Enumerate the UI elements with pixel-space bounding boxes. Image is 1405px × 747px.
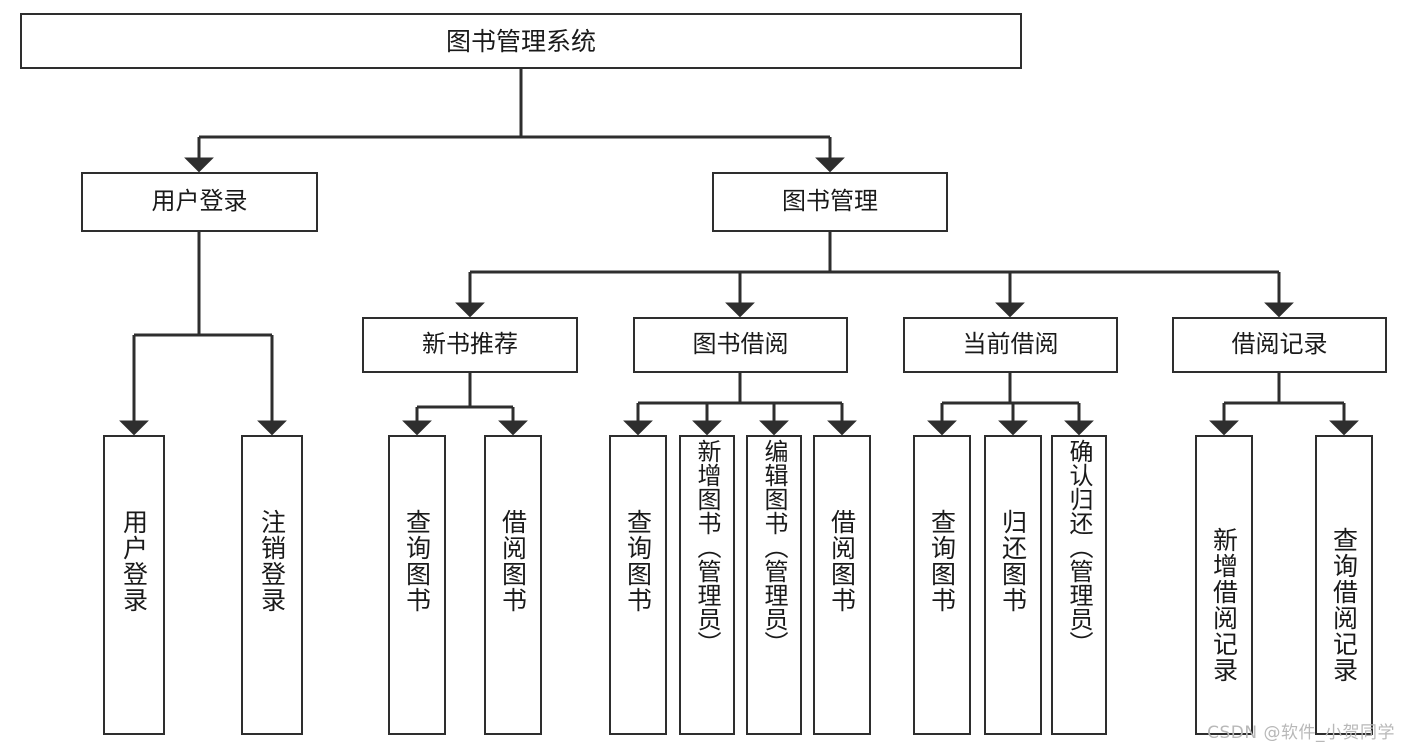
node-leaf-query-book-1-label: 查询图书 [402, 509, 432, 613]
node-leaf-borrow-book-2[interactable]: 借阅图书 [813, 435, 871, 735]
node-current-borrow-label: 当前借阅 [962, 330, 1059, 359]
node-leaf-query-record[interactable]: 查询借阅记录 [1315, 435, 1373, 735]
node-leaf-user-logout-label: 注销登录 [257, 509, 287, 613]
node-book-manage[interactable]: 图书管理 [712, 172, 948, 232]
node-leaf-borrow-book-1[interactable]: 借阅图书 [484, 435, 542, 735]
node-current-borrow[interactable]: 当前借阅 [903, 317, 1118, 373]
node-user-login-label: 用户登录 [151, 187, 248, 216]
node-leaf-borrow-book-1-label: 借阅图书 [498, 509, 528, 613]
node-root-label: 图书管理系统 [445, 26, 596, 56]
node-leaf-query-record-label: 查询借阅记录 [1329, 527, 1359, 683]
node-leaf-query-book-3-label: 查询图书 [927, 509, 957, 613]
node-book-borrow[interactable]: 图书借阅 [633, 317, 848, 373]
node-borrow-record-label: 借阅记录 [1231, 330, 1328, 359]
node-leaf-return-book[interactable]: 归还图书 [984, 435, 1042, 735]
node-new-book-recommend[interactable]: 新书推荐 [362, 317, 578, 373]
node-leaf-confirm-return-label: 确认归还（管理员） [1065, 439, 1093, 655]
node-leaf-add-record-label: 新增借阅记录 [1209, 527, 1239, 683]
node-book-manage-label: 图书管理 [782, 187, 878, 216]
node-leaf-borrow-book-2-label: 借阅图书 [827, 509, 857, 613]
node-book-borrow-label: 图书借阅 [692, 330, 789, 359]
node-leaf-confirm-return[interactable]: 确认归还（管理员） [1051, 435, 1107, 735]
node-leaf-query-book-2-label: 查询图书 [623, 509, 653, 613]
node-leaf-user-logout[interactable]: 注销登录 [241, 435, 303, 735]
node-leaf-query-book-2[interactable]: 查询图书 [609, 435, 667, 735]
node-leaf-user-login-label: 用户登录 [119, 509, 149, 613]
node-root[interactable]: 图书管理系统 [20, 13, 1022, 69]
node-user-login[interactable]: 用户登录 [81, 172, 318, 232]
node-new-book-recommend-label: 新书推荐 [422, 330, 518, 359]
node-leaf-edit-book[interactable]: 编辑图书（管理员） [746, 435, 802, 735]
node-leaf-query-book-3[interactable]: 查询图书 [913, 435, 971, 735]
node-leaf-add-record[interactable]: 新增借阅记录 [1195, 435, 1253, 735]
watermark-text: CSDN @软件_小贺同学 [1207, 723, 1395, 743]
node-leaf-edit-book-label: 编辑图书（管理员） [760, 439, 788, 655]
node-leaf-return-book-label: 归还图书 [998, 509, 1028, 613]
node-leaf-add-book-label: 新增图书（管理员） [693, 439, 721, 655]
node-borrow-record[interactable]: 借阅记录 [1172, 317, 1387, 373]
node-leaf-add-book[interactable]: 新增图书（管理员） [679, 435, 735, 735]
node-leaf-user-login[interactable]: 用户登录 [103, 435, 165, 735]
node-leaf-query-book-1[interactable]: 查询图书 [388, 435, 446, 735]
